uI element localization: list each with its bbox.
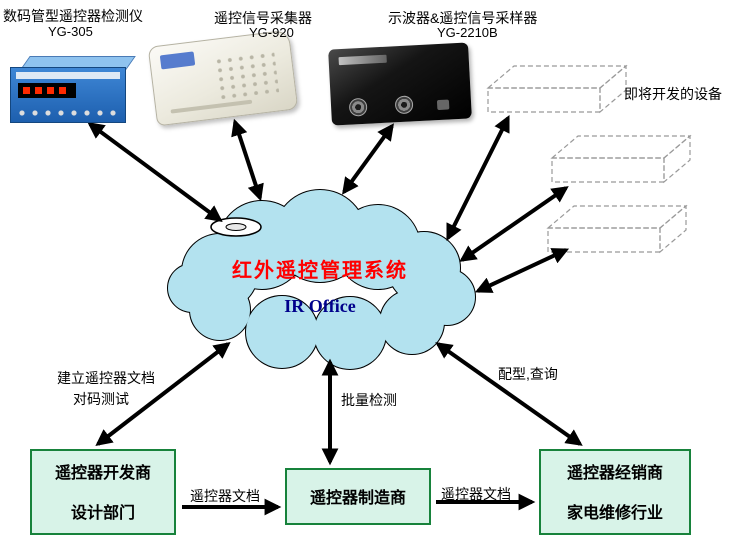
yg920-vent-holes [214,50,280,100]
yg920-body [147,29,299,127]
edge-label-match-query: 配型,查询 [498,366,558,382]
yg2210b-bnc-connector-2 [394,95,414,115]
box-developer-line1: 遥控器开发商 [54,465,151,482]
box-distributor: 遥控器经销商 家电维修行业 [539,449,691,535]
device-model-yg305: YG-305 [48,24,93,39]
device-image-yg2210b [328,42,472,126]
arrow-yg920-cloud [231,118,264,202]
box-manufacturer: 遥控器制造商 [285,468,431,525]
yg305-jacks [17,108,121,119]
arrow-yg305-cloud [87,122,223,222]
box-distributor-line1: 遥控器经销商 [566,465,663,482]
edge-label-doc-right: 遥控器文档 [441,486,511,502]
yg2210b-switch [436,99,450,111]
arrows [87,114,583,516]
yg305-label-strip [16,72,120,79]
device-image-yg305 [10,56,136,123]
yg920-slot [170,99,253,114]
edge-label-doc-left: 遥控器文档 [190,488,260,504]
box-developer: 遥控器开发商 设计部门 [30,449,176,535]
box-manufacturer-line1: 遥控器制造商 [309,489,406,507]
device-model-yg2210b: YG-2210B [437,25,498,40]
future-device-box-3 [546,204,688,254]
arrow-cloud-distributor [435,342,583,446]
yg305-front-panel [10,67,126,123]
yg2210b-logo [338,54,387,66]
box-distributor-line2: 家电维修行业 [566,505,663,522]
device-title-yg305: 数码管型遥控器检测仪 [3,8,143,24]
cloud-title: 红外遥控管理系统 [232,260,408,282]
arrow-future3-cloud [474,248,570,293]
arrow-future1-cloud [446,114,510,242]
yg2210b-body [328,42,472,126]
device-model-yg920: YG-920 [249,25,294,40]
arrow-future2-cloud [459,186,569,262]
future-device-boxes [486,64,692,254]
edge-label-create-doc: 建立遥控器文档 [57,370,155,386]
cloud-subtitle: IR Office [284,296,356,316]
arrow-yg2210b-cloud [342,123,394,195]
yg2210b-bnc-connector-1 [348,97,368,117]
future-device-box-2 [550,134,692,184]
edge-label-batch-test: 批量检测 [341,392,397,408]
box-developer-line2: 设计部门 [70,505,135,522]
device-image-yg920 [147,29,299,127]
device-title-yg2210b: 示波器&遥控信号采样器 [388,10,538,26]
yg920-logo-label [159,51,196,70]
future-devices-label: 即将开发的设备 [624,86,722,102]
edge-label-code-test: 对码测试 [73,391,129,407]
cloud-shape [167,189,476,370]
arrow-cloud-developer [95,341,231,447]
device-title-yg920: 遥控信号采集器 [214,10,312,26]
future-device-box-1 [486,64,628,114]
yg305-led-display [18,83,76,98]
